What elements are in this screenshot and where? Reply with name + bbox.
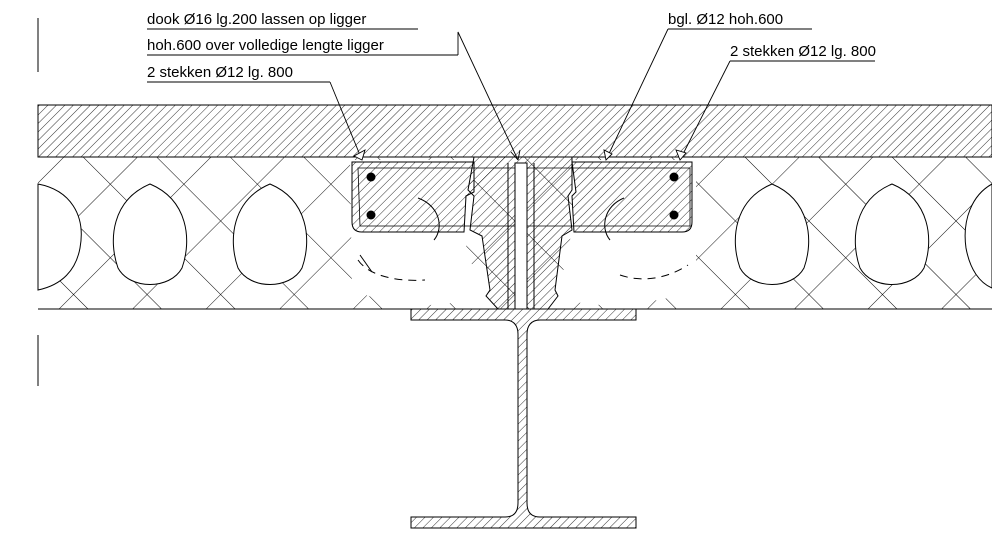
stirrup-annotation: bgl. Ø12 hoh.600 [668,11,784,28]
rebar-left-annotation: 2 stekken Ø12 lg. 800 [147,64,293,81]
dowel-annotation-line2: hoh.600 over volledige lengte ligger [147,37,384,54]
leader-lines [147,28,875,161]
core-void [112,183,188,285]
core-void [854,183,930,285]
rebar-dot [366,210,376,220]
rebar-dot [669,210,679,220]
rebar-right-annotation: 2 stekken Ø12 lg. 800 [730,43,876,60]
core-void [734,183,810,285]
rebar-dot [669,172,679,182]
core-void [232,183,308,285]
concrete-topping-layer [37,104,992,158]
dowel-annotation-line1: dook Ø16 lg.200 lassen op ligger [147,11,367,28]
steel-i-beam [410,308,637,529]
rebar-bars [366,172,679,220]
hollow-cores [37,183,992,291]
rebar-dot [366,172,376,182]
